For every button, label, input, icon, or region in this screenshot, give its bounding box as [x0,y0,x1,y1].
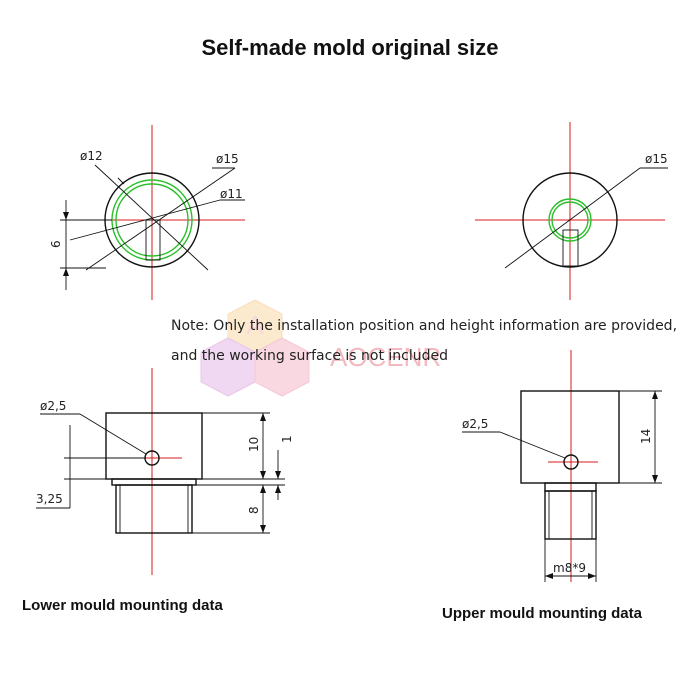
label-h14: 14 [639,429,653,444]
label-h3-25: 3,25 [36,492,63,506]
leader-d15 [85,167,236,271]
watermark-logo: A [200,299,310,397]
label-h8: 8 [247,506,261,514]
outer-circle-d15 [522,172,618,268]
chamfer-step [111,478,197,486]
label-h10: 10 [247,437,261,452]
label-d2-5: ø2,5 [462,417,488,431]
watermark-text: AOCENR [330,342,441,372]
circle-d11 [115,183,189,257]
leader-d2-5 [499,431,566,459]
top-left-view: ø12 ø15 ø11 6 [49,125,245,300]
label-h1: 1 [280,435,294,443]
body-block [105,412,203,480]
flat-slot [145,219,161,261]
upper-mould-view: ø2,5 14 m8*9 [462,350,662,582]
label-d15: ø15 [645,152,668,166]
thread-stem [115,484,193,534]
note-line-2: and the working surface is not included [171,348,449,364]
label-d12: ø12 [80,149,103,163]
label-thread: m8*9 [553,561,586,575]
flat-slot [562,229,579,267]
label-d15: ø15 [216,152,239,166]
lower-mould-view: ø2,5 3,25 10 8 1 [36,368,294,575]
thread-stem [544,490,597,540]
lower-mould-caption: Lower mould mounting data [22,597,223,614]
label-d11: ø11 [220,187,243,201]
leader-d12 [94,164,209,271]
label-h6: 6 [49,240,63,248]
watermark-logo-letter: A [246,310,264,340]
page-title: Self-made mold original size [201,35,499,60]
note-line-1: Note: Only the installation position and… [171,318,678,334]
leader-d2-5 [79,413,147,455]
upper-mould-caption: Upper mould mounting data [442,605,642,622]
pin-hole [563,454,579,470]
leader-d11 [69,199,221,241]
top-right-view: ø15 [475,122,668,300]
leader-d15 [504,167,641,269]
label-d2-5: ø2,5 [40,399,66,413]
inner-circle [548,198,592,242]
